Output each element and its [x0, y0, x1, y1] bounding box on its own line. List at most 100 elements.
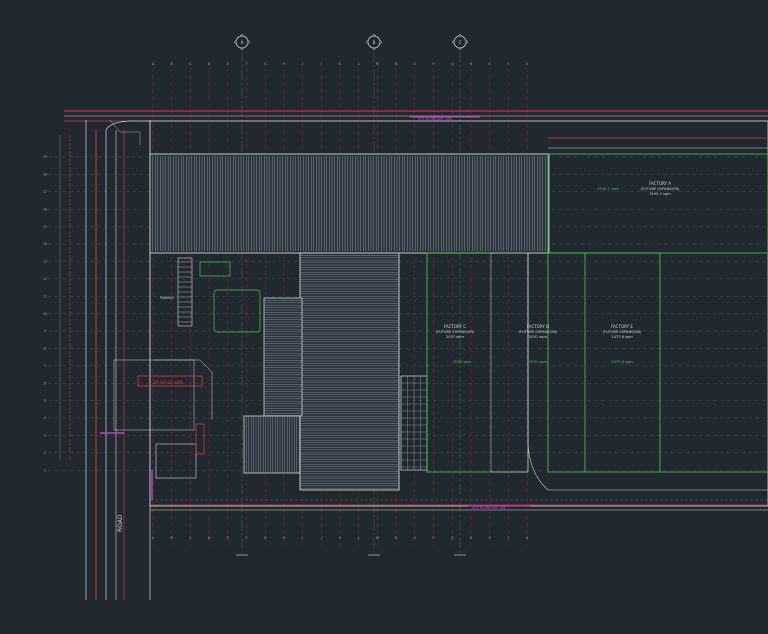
- svg-text:1477.6 sqm: 1477.6 sqm: [611, 360, 633, 364]
- svg-text:1477.6 sqm: 1477.6 sqm: [611, 335, 633, 339]
- column-grid-label: T: [506, 62, 510, 66]
- column-grid-label-bottom: T: [506, 536, 509, 540]
- column-grid-label-bottom: M: [376, 536, 379, 540]
- factory-e-label: FACTORY E (FUTURE EXPANSION) 1477.6 sqm …: [603, 324, 643, 364]
- svg-text:(FUTURE EXPANSION): (FUTURE EXPANSION): [603, 330, 643, 334]
- central-building: [243, 252, 428, 491]
- svg-text:FACTORY C: FACTORY C: [444, 324, 466, 329]
- column-grid-label: K: [339, 62, 342, 66]
- column-grid-label: D: [208, 62, 211, 66]
- section-marker: [235, 35, 249, 49]
- column-grid-label: P: [432, 62, 434, 66]
- column-grid-label-bottom: P: [433, 536, 435, 540]
- row-grid-label: 17: [43, 190, 47, 194]
- column-grid-label-bottom: D: [208, 536, 211, 540]
- column-grid-label: H: [283, 62, 286, 66]
- row-grid-label: 10: [43, 312, 47, 316]
- bottom-boundary-label: SITE BOUNDARY LINE: [472, 506, 506, 510]
- column-grid-label: L: [358, 62, 360, 66]
- row-grid-label: 12: [43, 277, 47, 281]
- svg-text:2057 sqm: 2057 sqm: [453, 360, 471, 364]
- svg-text:3190.7 sqm: 3190.7 sqm: [649, 192, 671, 196]
- svg-text:2091 sqm: 2091 sqm: [529, 335, 547, 339]
- column-grid-label-bottom: E: [227, 536, 229, 540]
- column-grid-label: B: [171, 62, 174, 66]
- row-grid-label: 8: [44, 347, 46, 351]
- factory-d-label: FACTORY D (FUTURE EXPANSION) 2091 sqm 20…: [519, 324, 559, 364]
- section-marker-diamond: [233, 33, 251, 51]
- column-grid-label: M: [376, 62, 379, 66]
- column-grid-label-bottom: J: [320, 536, 322, 540]
- svg-text:2057 sqm: 2057 sqm: [446, 335, 464, 339]
- column-grid: AABBCCDDEEFFGGHHIIJJKKLLMMNNOOPPQQRRSSTT…: [152, 62, 529, 545]
- column-grid-label: C: [189, 62, 192, 66]
- row-grid-label: 9: [44, 329, 46, 333]
- row-grid-label: 2: [44, 451, 46, 455]
- column-grid-label: A: [152, 62, 155, 66]
- column-grid-label: R: [470, 62, 473, 66]
- row-grid-label: 19: [43, 155, 47, 159]
- svg-text:FACTORY D: FACTORY D: [527, 324, 549, 329]
- svg-text:FACTORY A: FACTORY A: [649, 181, 671, 186]
- column-grid-label: I: [302, 62, 303, 66]
- factory-c-label: FACTORY C (FUTURE EXPANSION) 2057 sqm 20…: [436, 324, 476, 364]
- section-marker-label: C: [459, 40, 462, 45]
- column-grid-label-bottom: G: [264, 536, 267, 540]
- column-grid-label-bottom: I: [302, 536, 303, 540]
- svg-text:(FUTURE EXPANSION): (FUTURE EXPANSION): [641, 187, 681, 191]
- section-marker-diamond: [365, 33, 383, 51]
- site-boundary: SITE BOUNDARY LINE: [149, 120, 768, 511]
- column-grid-label-bottom: U: [526, 536, 529, 540]
- row-grid-label: 14: [43, 242, 47, 246]
- svg-text:(FUTURE EXPANSION): (FUTURE EXPANSION): [519, 330, 559, 334]
- top-boundary-label: SITE BOUNDARY LINE: [418, 117, 452, 121]
- svg-text:2091 sqm: 2091 sqm: [529, 360, 547, 364]
- main-roof: [149, 153, 550, 254]
- row-grid-label: 18: [43, 173, 47, 177]
- highlight-level-label: 20.10.00.000: [153, 380, 184, 386]
- column-grid-label: O: [413, 62, 416, 66]
- column-grid-label-bottom: Q: [451, 536, 454, 540]
- row-grid-label: 11: [43, 294, 47, 298]
- column-grid-label-bottom: L: [358, 536, 360, 540]
- row-grid-label: 16: [43, 207, 47, 211]
- row-grid-label: 5: [44, 399, 46, 403]
- svg-text:3190.7 sqm: 3190.7 sqm: [597, 187, 619, 191]
- column-grid-label-bottom: K: [339, 536, 342, 540]
- factory-a-label: FACTORY A (FUTURE EXPANSION) 3190.7 sqm …: [597, 181, 680, 196]
- road-label: ROAD: [117, 514, 124, 532]
- column-grid-label-bottom: F: [246, 536, 248, 540]
- section-marker-label: A: [241, 40, 244, 45]
- column-grid-label: U: [526, 62, 529, 66]
- section-marker-diamond: [451, 33, 469, 51]
- svg-text:FACTORY E: FACTORY E: [611, 324, 633, 329]
- section-marker-label: B: [373, 40, 376, 45]
- column-grid-label: Q: [451, 62, 454, 66]
- column-grid-label: S: [489, 62, 491, 66]
- section-marker: [367, 35, 381, 49]
- office-details: PARKING 20.10.00.000: [100, 119, 261, 500]
- column-grid-label-bottom: H: [283, 536, 286, 540]
- row-grid-label: 13: [43, 260, 47, 264]
- row-grid-label: 3: [44, 434, 46, 438]
- column-grid-label-bottom: A: [152, 536, 155, 540]
- column-grid-label-bottom: O: [414, 536, 417, 540]
- column-grid-label: N: [395, 62, 398, 66]
- row-grid-label: 7: [44, 364, 46, 368]
- column-grid-label: F: [246, 62, 248, 66]
- column-grid-label: J: [320, 62, 322, 66]
- row-grid-label: 6: [44, 381, 46, 385]
- row-grid-label: 4: [44, 416, 46, 420]
- svg-text:(FUTURE EXPANSION): (FUTURE EXPANSION): [436, 330, 476, 334]
- column-grid-label-bottom: C: [189, 536, 192, 540]
- column-grid-label: G: [264, 62, 267, 66]
- section-marker: [453, 35, 467, 49]
- parking-label: PARKING: [160, 296, 175, 300]
- column-grid-label-bottom: B: [171, 536, 173, 540]
- row-grid-label: 15: [43, 225, 47, 229]
- factory-outlines: [426, 153, 768, 491]
- dimension-lines: [59, 135, 768, 501]
- column-grid-label-bottom: R: [470, 536, 473, 540]
- row-grid-label: 1: [44, 468, 46, 472]
